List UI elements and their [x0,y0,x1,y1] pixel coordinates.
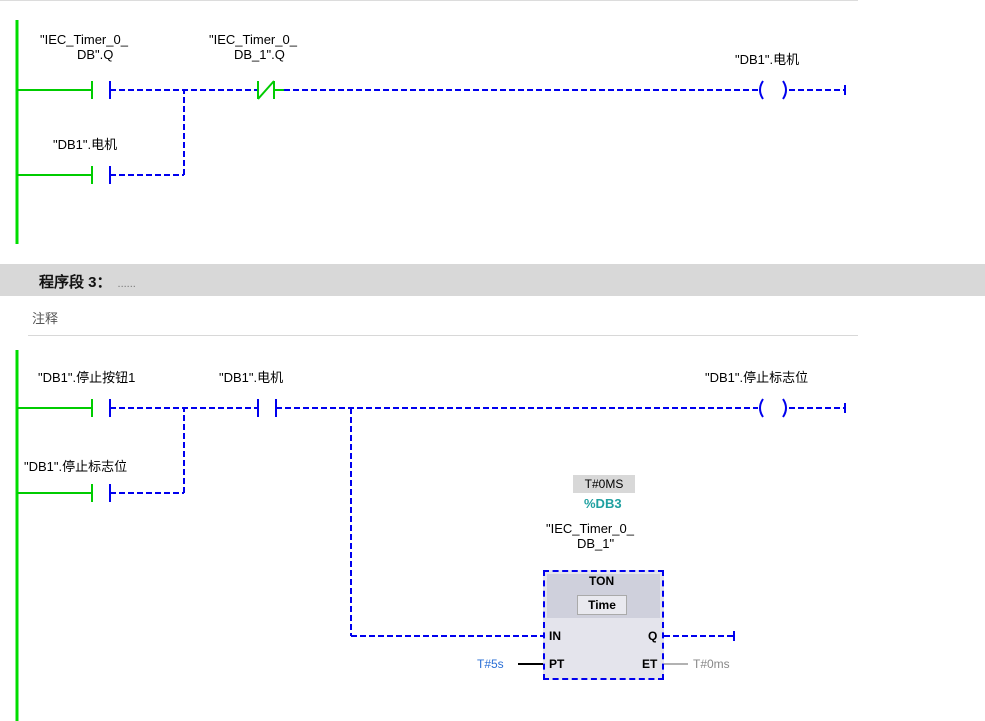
network3-title: 程序段 3：...... [39,274,136,291]
net3-motor-label: "DB1".电机 [219,370,284,385]
net3-rung-branch[interactable] [17,408,185,502]
net3-branch-label: "DB1".停止标志位 [24,459,128,474]
timer-et-value: T#0ms [693,657,730,671]
net3-coil-label: "DB1".停止标志位 [705,370,809,385]
net2-coil-label: "DB1".电机 [735,52,800,67]
net3-timer-wiring[interactable] [350,408,735,665]
net3-stop-button-label: "DB1".停止按钮1 [38,370,136,385]
net2-rung-main[interactable] [17,80,846,100]
timer-pt-value[interactable]: T#5s [477,657,504,671]
timer-pin-et[interactable]: ET [642,657,658,671]
net2-rung-branch[interactable] [17,90,185,184]
network3-comment[interactable]: 注释 [28,303,858,336]
net3-rung-main[interactable] [17,398,846,418]
net2-contact2-label: "IEC_Timer_0_ DB_1".Q [209,32,297,62]
network3-header[interactable]: 程序段 3：...... [0,264,985,296]
net2-contact1-label: "IEC_Timer_0_ DB".Q [40,32,128,62]
timer-db-number: %DB3 [584,496,622,511]
timer-init-value[interactable]: T#0MS [573,475,635,493]
timer-pin-q[interactable]: Q [648,629,658,643]
timer-type: TON [589,574,615,588]
timer-pin-pt[interactable]: PT [549,657,565,671]
top-divider [0,0,858,1]
timer-instance-label: "IEC_Timer_0_ DB_1" [546,521,634,551]
timer-data-type-button[interactable]: Time [577,595,627,615]
net2-branch-label: "DB1".电机 [53,137,118,152]
timer-pin-in[interactable]: IN [549,629,561,643]
